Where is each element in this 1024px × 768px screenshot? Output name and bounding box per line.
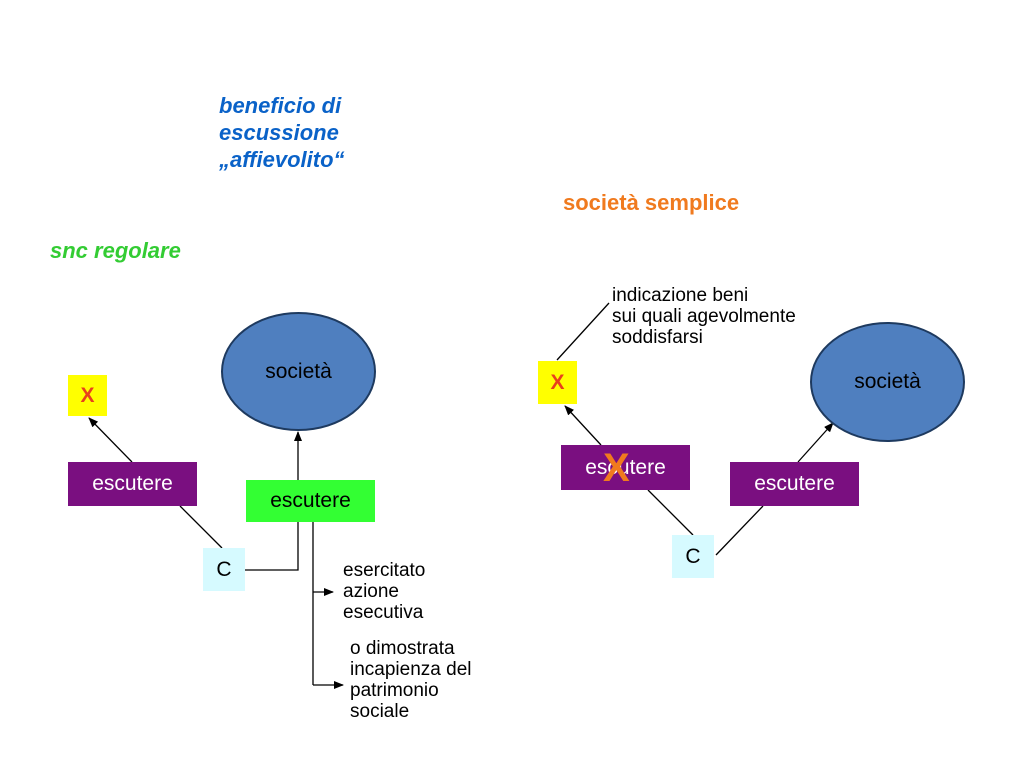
indication-note: indicazione beni sui quali agevolmente s…: [612, 285, 796, 348]
title-beneficio-line3: „affievolito“: [219, 147, 345, 172]
line-c-to-escutere-right-right: [715, 505, 764, 556]
arrow-escutere-to-x-right: [564, 405, 602, 446]
indication-note-line3: soddisfarsi: [612, 327, 703, 348]
x-box-left: X: [68, 375, 107, 416]
condition-2: o dimostrata incapienza del patrimonio s…: [350, 638, 471, 722]
condition-1-line3: esecutiva: [343, 602, 424, 623]
indication-note-line1: indicazione beni: [612, 285, 749, 306]
condition-1: esercitato azione esecutiva: [343, 560, 425, 623]
condition-1-line1: esercitato: [343, 560, 426, 581]
arrow-escutere-to-societa-right: [797, 422, 834, 463]
societa-label-right: società: [854, 370, 921, 393]
line-c-to-escutere-left: [179, 505, 223, 549]
condition-2-line2: incapienza del: [350, 659, 472, 680]
creditor-box-left: C: [203, 548, 245, 591]
creditor-box-right: C: [672, 535, 714, 578]
condition-2-line4: sociale: [350, 701, 410, 722]
title-beneficio-line1: beneficio di: [219, 93, 342, 118]
cross-mark: X: [603, 446, 630, 490]
condition-1-line2: azione: [343, 581, 399, 602]
escutere-box-left-2: escutere: [246, 480, 375, 522]
line-c-to-escutere-right: [245, 522, 299, 571]
title-snc: snc regolare: [50, 238, 181, 263]
title-beneficio-line2: escussione: [219, 120, 339, 145]
title-societa-semplice: società semplice: [563, 190, 740, 215]
societa-ellipse-left: società: [221, 312, 376, 431]
escutere-box-right-1: escutere: [561, 445, 690, 490]
x-box-right: X: [538, 361, 577, 404]
title-beneficio: beneficio di escussione „affievolito“: [219, 92, 345, 173]
condition-2-line3: patrimonio: [350, 680, 439, 701]
societa-label-left: società: [265, 360, 332, 383]
line-c-to-escutere-left-right: [647, 489, 694, 536]
escutere-box-right-2: escutere: [730, 462, 859, 506]
condition-2-line1: o dimostrata: [350, 638, 455, 659]
arrow-escutere-to-x-left: [88, 417, 133, 463]
line-x-to-note: [556, 302, 610, 361]
indication-note-line2: sui quali agevolmente: [612, 306, 796, 327]
societa-ellipse-right: società: [810, 322, 965, 442]
escutere-box-left-1: escutere: [68, 462, 197, 506]
